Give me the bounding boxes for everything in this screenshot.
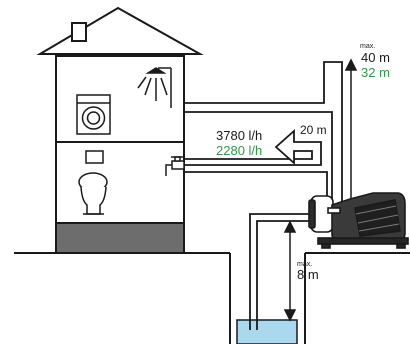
head-max-small-label: max. <box>360 43 375 50</box>
head-max-black-label: 40 m <box>361 50 390 65</box>
horizontal-distance-label: 20 m <box>300 123 327 137</box>
shower-icon <box>137 67 172 108</box>
garden-pump-icon <box>308 192 409 249</box>
well-water <box>236 319 298 344</box>
head-height-arrow <box>344 58 358 216</box>
flow-arrow <box>274 128 297 166</box>
suction-depth-arrow <box>283 220 297 322</box>
ground <box>14 252 410 344</box>
flow-rate-black-label: 3780 l/h <box>216 128 262 143</box>
water-tap-icon <box>165 156 185 176</box>
suction-max-small-label: max. <box>297 261 312 268</box>
house <box>36 6 204 224</box>
toilet-icon <box>78 150 108 215</box>
flow-rate-green-label: 2280 l/h <box>216 143 262 158</box>
washing-machine-icon <box>76 94 111 135</box>
suction-depth-label: 8 m <box>297 267 319 282</box>
house-foundation <box>55 222 185 254</box>
head-max-green-label: 32 m <box>361 65 390 80</box>
pipes <box>184 61 343 330</box>
